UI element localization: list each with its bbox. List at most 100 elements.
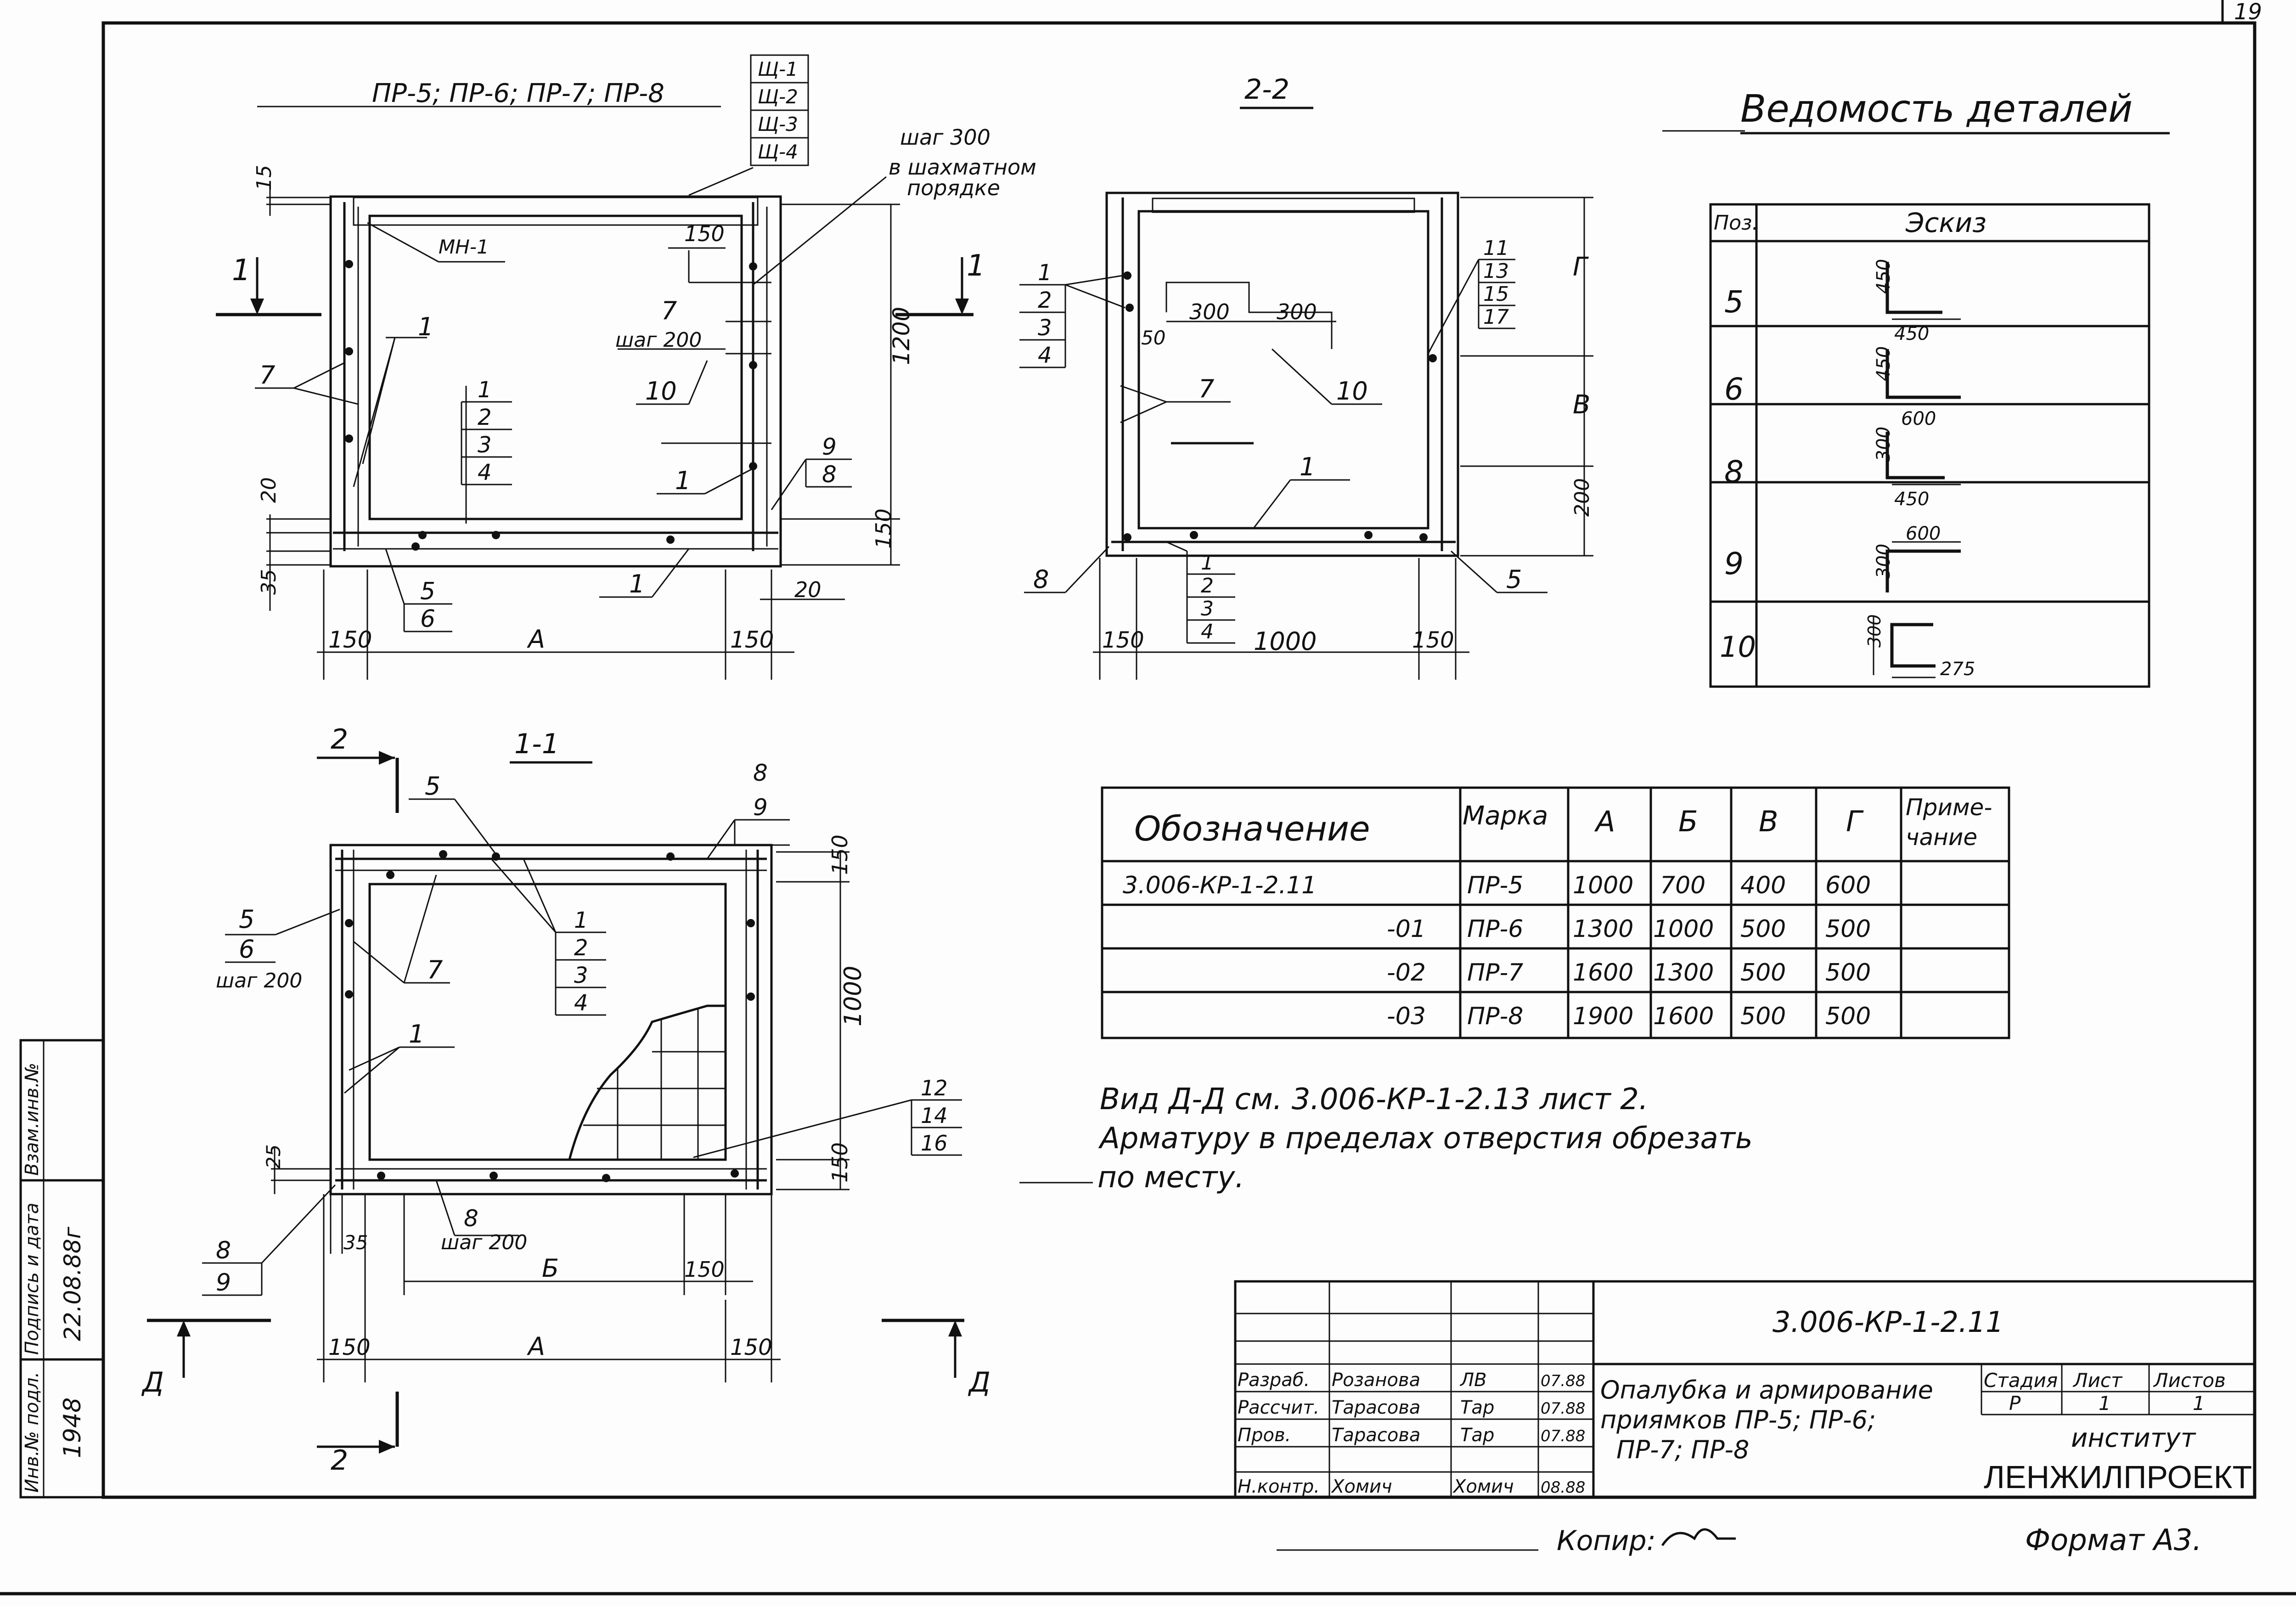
callout-9: 9 (753, 794, 768, 821)
pitch-note: в шахматном (889, 155, 1036, 180)
marks-cell: -02 (1387, 959, 1426, 987)
stack-left: 1 2 3 4 (1019, 260, 1125, 368)
stage-label: Стадия (1984, 1369, 2058, 1392)
callout-9: 9 (822, 434, 837, 460)
dim-150-left: 150 (328, 626, 372, 653)
stack-num: 15 (1483, 282, 1509, 306)
side-stamp-frame (19, 1039, 105, 1499)
stack-num: 4 (1038, 343, 1052, 368)
detail-b: 450 (1894, 489, 1929, 510)
leader-line (1271, 348, 1333, 405)
dim-150-vert: 150 (871, 508, 896, 549)
dim-150-top: 150 (827, 835, 852, 875)
dim-200: 200 (1570, 478, 1594, 517)
leader-line (353, 941, 405, 984)
detail-a: 450 (1873, 346, 1894, 381)
leader-line (293, 362, 345, 389)
stack-num: 2 (478, 405, 492, 430)
dim-a: А (527, 625, 545, 654)
signature: ЛВ (1459, 1370, 1487, 1391)
sheet-label: Лист (2072, 1369, 2123, 1392)
callout-10: 10 (645, 377, 677, 406)
detail-a: 450 (1873, 259, 1894, 294)
detail-b: 275 (1940, 659, 1975, 680)
details-frame (1709, 203, 2150, 688)
notes: Вид Д-Д см. 3.006-КР-1-2.13 лист 2. Арма… (1019, 1083, 1753, 1195)
dim-150-top: 150 (684, 221, 725, 246)
marks-header: Б (1678, 805, 1698, 838)
stack-num: 1 (478, 377, 492, 403)
dim-300a: 300 (1189, 299, 1230, 324)
callout-8: 8 (822, 461, 837, 488)
callout-7: 7 (259, 361, 275, 389)
side-stamp-label: Подпись и дата (22, 1203, 43, 1355)
callout-6: 6 (420, 605, 435, 633)
marks-cell: 600 (1825, 872, 1871, 899)
dim-50: 50 (1141, 327, 1165, 349)
detail-sketch-5 (1885, 262, 1942, 314)
leader-line (403, 874, 437, 983)
stack-num: 1 (1201, 551, 1214, 575)
leader-line (1450, 550, 1498, 593)
marks-cell: 400 (1740, 872, 1786, 899)
note-line: Арматуру в пределах отверстия обрезать (1098, 1122, 1753, 1156)
date: 07.88 (1541, 1427, 1585, 1445)
plan-view: ПР-5; ПР-6; ПР-7; ПР-8 Щ-1 Щ-2 Щ-3 Щ-4 ш… (216, 54, 1036, 680)
callout-mn: МН-1 (439, 236, 489, 258)
pit-inner-wall (368, 214, 743, 520)
callout-7b: 7 (661, 296, 677, 325)
callout-5b: 5 (239, 905, 254, 934)
dim-35: 35 (257, 569, 281, 595)
callout-9b: 9 (216, 1269, 231, 1297)
dim-150-b: 150 (684, 1257, 725, 1282)
stack-num: 11 (1483, 237, 1509, 260)
sheet-frame (101, 21, 2257, 1499)
leader-line (651, 548, 690, 598)
callout-5-6: 5 6 (385, 548, 452, 633)
detail-sketch-9 (1885, 549, 1961, 592)
side-stamp-label: Взам.инв.№ (22, 1063, 43, 1176)
detail-pos: 8 (1724, 454, 1744, 490)
role: Рассчит. (1238, 1397, 1319, 1418)
cap-plate (353, 197, 759, 226)
title-line: ПР-7; ПР-8 (1616, 1435, 1749, 1464)
dim-150-right: 150 (730, 626, 774, 653)
leader-line (344, 1046, 400, 1094)
section-2-2-outer (1105, 192, 1459, 557)
marks-cell: 1000 (1573, 872, 1633, 899)
role: Пров. (1238, 1425, 1291, 1446)
view-d-left: Д (141, 1366, 164, 1398)
leader-line (771, 459, 807, 510)
marks-cell: 1300 (1573, 915, 1633, 943)
cut-2-top: 2 (331, 723, 348, 756)
rebar-dots (1123, 271, 1437, 541)
callout-8c: 8 (216, 1237, 231, 1264)
detail-sketch-8 (1885, 432, 1945, 479)
stage-value: Р (2009, 1392, 2021, 1415)
stack-num: 1 (574, 908, 588, 933)
marks-cell: ПР-6 (1467, 915, 1523, 943)
marks-cell: 1600 (1653, 1003, 1714, 1030)
dim-150-r: 150 (730, 1335, 772, 1360)
cut-arrowhead (379, 1440, 395, 1454)
detail-sketch-10 (1890, 623, 1936, 668)
details-table: Ведомость деталей Поз. Эскиз 5 450 450 6… (1662, 87, 2170, 688)
detail-pos: 5 (1724, 284, 1744, 320)
dim-25: 25 (262, 1145, 285, 1169)
section-2-2: 2-2 300 300 50 10 1 2 (1019, 73, 1594, 680)
callout-7-step: шаг 200 (615, 328, 702, 352)
callout-8-step: шаг 200 (441, 1231, 527, 1254)
leader-line (367, 222, 439, 263)
shield-mark: Щ-4 (758, 141, 798, 163)
marks-cell: ПР-7 (1467, 959, 1523, 987)
leader-line (1120, 401, 1167, 423)
section-2-2-label: 2-2 (1244, 73, 1289, 106)
leader-line (435, 1180, 456, 1236)
marks-cell: 500 (1825, 1003, 1871, 1030)
pitch-note: шаг 300 (900, 125, 990, 150)
side-stamp-value: 22.08.88г (59, 1226, 86, 1341)
leader-line (490, 858, 557, 933)
date: 08.88 (1541, 1478, 1585, 1497)
dim-150-right: 150 (1412, 627, 1454, 653)
signature: Хомич (1452, 1476, 1514, 1497)
